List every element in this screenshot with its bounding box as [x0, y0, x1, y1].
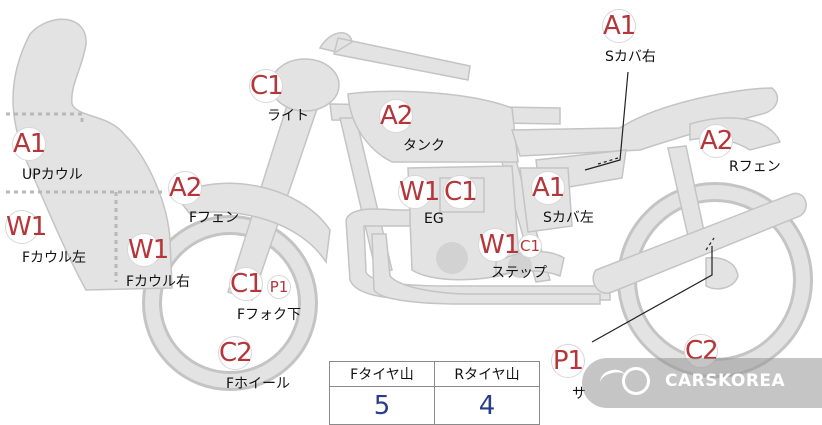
f-fender-badge: A2 [168, 171, 202, 205]
handlebar [318, 32, 471, 81]
step-plug [508, 254, 532, 278]
f-fender-label: Fフェン [189, 210, 240, 226]
up-cowl-badge: A1 [12, 127, 46, 161]
bottom-p-badge: P1 [551, 344, 585, 378]
f-wheel-badge: C2 [218, 336, 253, 370]
seat [510, 87, 779, 157]
rear-tire-header: Rタイヤ山 [434, 361, 540, 387]
eg-w-badge: W1 [398, 175, 440, 209]
light-label: ライト [267, 108, 309, 124]
f-wheel-label: Fホイール [226, 376, 291, 392]
s-cover-left-label: Sカバ左 [543, 210, 594, 226]
f-cowl-left-label: Fカウル左 [22, 250, 87, 266]
up-cowl-label: UPカウル [22, 167, 83, 183]
f-cowl-right-label: Fカウル右 [126, 274, 191, 290]
f-fork-c-badge: C1 [229, 267, 264, 301]
tire-tread-table: Fタイヤ山 Rタイヤ山 5 4 [329, 361, 540, 425]
engine-plug [436, 242, 468, 274]
watermark: CARSKOREA [582, 358, 822, 408]
f-fork-p-badge: P1 [267, 275, 291, 299]
logo-ring-icon [622, 367, 650, 395]
muffler [592, 192, 807, 294]
exhaust-lower [371, 233, 601, 305]
body-parts [12, 18, 807, 305]
watermark-text: CARSKOREA [665, 371, 786, 391]
step-w-badge: W1 [478, 228, 520, 262]
front-fender [174, 182, 331, 265]
step-label: ステップ [491, 265, 547, 281]
s-cover-right-label: Sカバ右 [605, 49, 656, 65]
s-cover-left-badge: A1 [531, 171, 565, 205]
rear-hub [705, 256, 739, 290]
cowl-division-lines [6, 112, 162, 282]
tank-badge: A2 [379, 99, 413, 133]
eg-c-badge: C1 [443, 175, 478, 209]
f-cowl-left-badge: W1 [5, 210, 47, 244]
r-fender-badge: A2 [699, 124, 733, 158]
r-fender-label: Rフェン [729, 159, 781, 175]
leader-lines [584, 71, 715, 343]
rear-tire-value: 4 [434, 386, 540, 425]
step-c-badge: C1 [518, 234, 542, 258]
tank-label: タンク [403, 138, 445, 154]
front-tire-value: 5 [329, 386, 435, 425]
front-tire-header: Fタイヤ山 [329, 361, 435, 387]
f-cowl-right-badge: W1 [127, 233, 169, 267]
f-fork-label: Fフォク下 [237, 307, 302, 323]
s-cover-right-badge: A1 [602, 9, 636, 43]
eg-label: EG [424, 211, 444, 227]
light-badge: C1 [249, 69, 284, 103]
